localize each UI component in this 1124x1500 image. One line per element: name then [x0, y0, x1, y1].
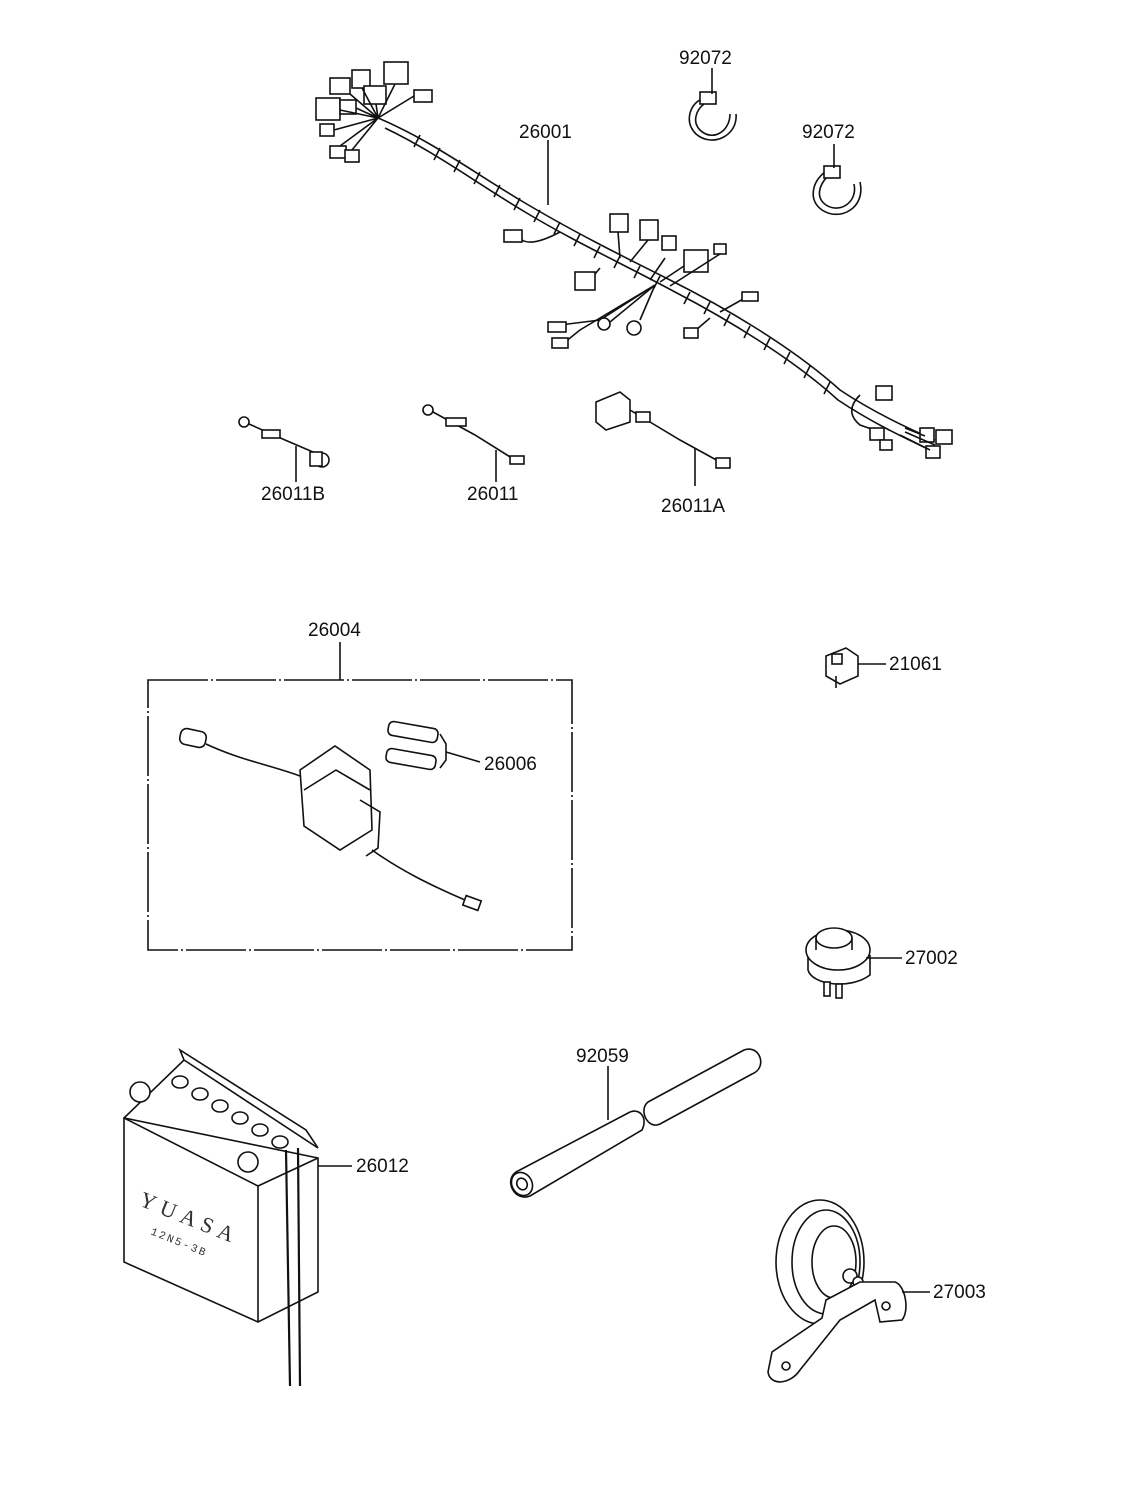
label-26012: 26012 — [356, 1156, 409, 1177]
label-26001: 26001 — [519, 122, 572, 143]
battery: YUASA 12N5-3B — [123, 1047, 319, 1387]
band-lower — [812, 165, 862, 216]
fuse-box-assy-frame — [147, 679, 573, 951]
fuses — [385, 720, 447, 771]
fuse-box — [178, 727, 483, 912]
flasher-relay — [805, 927, 871, 999]
label-92072-lower: 92072 — [802, 122, 855, 143]
label-26011: 26011 — [467, 484, 518, 505]
lead-26011a — [595, 391, 731, 469]
band-upper — [688, 91, 737, 141]
label-26011a: 26011A — [661, 496, 725, 517]
horn — [767, 1199, 907, 1383]
label-92072-upper: 92072 — [679, 48, 732, 69]
leader-26006 — [445, 751, 481, 763]
relay — [825, 647, 859, 688]
lead-26011b — [238, 416, 330, 468]
label-21061: 21061 — [889, 654, 942, 675]
label-26004: 26004 — [308, 620, 361, 641]
label-26006: 26006 — [484, 754, 537, 775]
tube — [510, 1048, 762, 1198]
label-27002: 27002 — [905, 948, 958, 969]
label-92059: 92059 — [576, 1046, 629, 1067]
label-27003: 27003 — [933, 1282, 986, 1303]
label-26011b: 26011B — [261, 484, 325, 505]
lead-26011 — [422, 404, 525, 465]
main-wiring-harness — [315, 61, 953, 459]
